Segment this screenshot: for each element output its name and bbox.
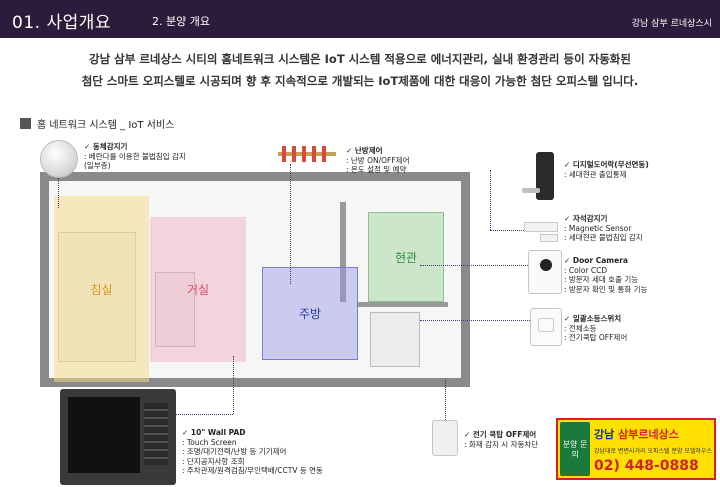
zone-entrance-label: 현관	[394, 250, 418, 265]
connector-line	[445, 380, 446, 420]
callout-switch: ✓ 일괄소등스위치 : 전체소등 : 전기쿡탑 OFF제어	[564, 314, 627, 343]
callout-heating: ✓ 난방제어 : 난방 ON/OFF제어 : 온도 설정 및 예약	[346, 146, 409, 175]
callout-title: ✓ 디지털도어락(무선연동)	[564, 160, 649, 169]
brand-name: 강남 삼부 르네상스시	[631, 19, 712, 29]
section-heading: 홈 네트워크 시스템 _ IoT 서비스	[20, 116, 174, 131]
callout-line: : 베란다를 이용한 불법침입 감지	[84, 151, 186, 161]
section-title: 01. 사업개요	[12, 13, 111, 33]
zone-living: 거실	[150, 217, 246, 362]
zone-living-label: 거실	[186, 283, 210, 297]
camera-lens-icon	[540, 259, 552, 271]
sales-ad-banner[interactable]: 분양 문의 강남 삼부르네상스 강남대로 변변사거리 오피스텔 분양 모델하우스…	[556, 418, 716, 480]
connector-line	[290, 164, 291, 284]
zone-kitchen: 주방	[262, 267, 358, 360]
door-camera-icon	[528, 250, 562, 294]
callout-line: : Magnetic Sensor	[564, 223, 632, 233]
ad-badge: 분양 문의	[560, 422, 590, 476]
motion-sensor-icon	[40, 140, 78, 178]
callout-line: : 조명/대기전력/난방 등 기기제어	[182, 447, 287, 456]
doorlock-icon	[522, 152, 554, 200]
square-bullet-icon	[20, 118, 31, 129]
intro-text: 강남 삼부 르네상스 시티의 홈네트워크 시스템은 IoT 시스템 적용으로 에…	[0, 48, 720, 92]
callout-line: : 세대현관 불법침입 감지	[564, 233, 643, 242]
callout-line: : 주차관제/원격검침/무인택배/CCTV 등 연동	[182, 466, 323, 475]
section-heading-text: 홈 네트워크 시스템 _ IoT 서비스	[37, 120, 175, 131]
callout-motion-sensor: ✓ 동체감지기 : 베란다를 이용한 불법침입 감지 (일부층)	[84, 142, 186, 171]
ad-name: 강남 삼부르네상스	[594, 426, 679, 442]
intro-line-2: 첨단 스마트 오피스텔로 시공되며 향 후 지속적으로 개발되는 IoT제품에 …	[81, 74, 639, 88]
switch-button-icon	[538, 318, 554, 332]
doorlock-handle-icon	[522, 188, 540, 193]
zone-entrance: 현관	[368, 212, 444, 302]
callout-wallpad: ✓ 10" Wall PAD : Touch Screen : 조명/대기전력/…	[182, 428, 323, 476]
callout-line: (일부층)	[84, 161, 111, 170]
callout-title: ✓ 10" Wall PAD	[182, 428, 246, 437]
inner-wall	[340, 202, 346, 302]
sofa-furniture	[155, 272, 195, 347]
callout-line: : 단지공지사항 조회	[182, 456, 245, 466]
callout-title: ✓ 일괄소등스위치	[564, 314, 622, 323]
connector-line	[490, 230, 524, 231]
connector-line	[176, 414, 233, 415]
callout-line: : 온도 설정 및 예약	[346, 165, 407, 174]
callout-title: ✓ 자석감지기	[564, 214, 608, 223]
callout-title: ✓ Door Camera	[564, 256, 628, 265]
callout-doorlock: ✓ 디지털도어락(무선연동) : 세대현관 출입통제	[564, 160, 649, 179]
connector-line	[58, 178, 59, 208]
connector-line	[420, 320, 530, 321]
intro-line-1: 강남 삼부 르네상스 시티의 홈네트워크 시스템은 IoT 시스템 적용으로 에…	[89, 52, 631, 66]
zone-kitchen-label: 주방	[298, 307, 322, 321]
callout-door-camera: ✓ Door Camera : Color CCD : 방문자 세대 호출 기능…	[564, 256, 647, 294]
zone-bedroom-label: 침실	[90, 282, 113, 297]
magnetic-sensor-part-icon	[540, 234, 558, 242]
callout-line: : 방문자 세대 호출 기능	[564, 275, 639, 284]
subsection-title: 2. 분양 개요	[152, 15, 210, 28]
wallpad-keys	[144, 403, 168, 465]
ad-phone[interactable]: 02) 448-0888	[594, 458, 699, 474]
ad-address: 강남대로 변변사거리 오피스텔 분양 모델하우스	[594, 448, 713, 455]
inner-wall	[358, 302, 448, 307]
wallpad-screen	[68, 397, 140, 473]
callout-line: : 화재 감지 시 자동차단	[464, 439, 539, 449]
zone-bedroom: 침실	[54, 196, 149, 382]
connector-line	[420, 265, 528, 266]
ad-name-a: 강남	[594, 428, 619, 441]
callout-cooktop: ✓ 전기 쿡탑 OFF제어 : 화재 감지 시 자동차단	[464, 430, 538, 449]
callout-line: : 세대현관 출입통제	[564, 169, 627, 179]
heating-manifold-icon	[278, 146, 336, 162]
callout-line: : 전체소등	[564, 323, 597, 333]
connector-line	[490, 170, 491, 230]
light-switch-icon	[530, 308, 562, 346]
callout-title: ✓ 난방제어	[346, 146, 383, 155]
callout-line: : Color CCD	[564, 265, 608, 275]
callout-line: : 방문자 확인 및 통화 기능	[564, 284, 648, 294]
callout-magnetic-sensor: ✓ 자석감지기 : Magnetic Sensor : 세대현관 불법침입 감지	[564, 214, 643, 243]
floor-plan: 침실 거실 주방 현관	[40, 172, 470, 387]
magnetic-sensor-icon	[524, 222, 558, 232]
wallpad-icon	[60, 389, 176, 485]
callout-line: : 난방 ON/OFF제어	[346, 155, 410, 165]
callout-title: ✓ 동체감지기	[84, 142, 128, 151]
bath-fixture	[370, 312, 420, 367]
cooktop-cutoff-icon	[432, 420, 458, 456]
connector-line	[233, 356, 234, 414]
callout-line: : Touch Screen	[182, 437, 237, 447]
header-bar: 01. 사업개요 2. 분양 개요 강남 삼부 르네상스시	[0, 0, 720, 38]
callout-line: : 전기쿡탑 OFF제어	[564, 333, 628, 342]
callout-title: ✓ 전기 쿡탑 OFF제어	[464, 430, 537, 439]
ad-name-b: 삼부르네상스	[618, 428, 679, 441]
